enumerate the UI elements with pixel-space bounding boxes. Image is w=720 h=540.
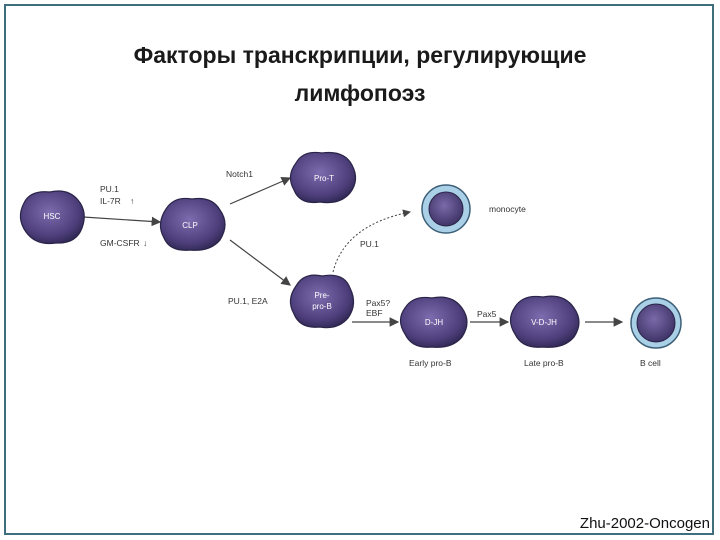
title-line-1: Факторы транскрипции, регулирующие	[133, 42, 587, 68]
label-notch1: Notch1	[226, 169, 253, 179]
cell-pre-pro-b-label-2: pro-B	[312, 302, 332, 311]
label-early-pro-b: Early pro-B	[409, 358, 452, 368]
cell-hsc-label: HSC	[44, 212, 61, 221]
label-b-cell: B cell	[640, 358, 661, 368]
label-monocyte: monocyte	[489, 204, 526, 214]
cell-b-cell	[630, 297, 682, 349]
source-credit: Zhu-2002-Oncogen	[579, 515, 710, 532]
label-pu1-monocyte: PU.1	[360, 239, 379, 249]
cell-pre-pro-b: Pre- pro-B	[289, 274, 355, 329]
label-gm-csfr: GM-CSFR	[100, 238, 140, 248]
cell-d-jh: D-JH	[399, 296, 468, 348]
arrow-clp-prot	[229, 176, 292, 205]
arrow-clp-preprob	[229, 239, 291, 286]
cell-pro-t-label: Pro-T	[314, 174, 334, 183]
label-ebf: EBF	[366, 308, 383, 318]
cell-v-d-jh: V-D-JH	[509, 295, 580, 348]
arrow-preprob-monocyte	[332, 209, 411, 273]
slide-title: Факторы транскрипции, регулирующие лимфо…	[40, 36, 680, 112]
up-arrow-icon: ↑	[130, 196, 134, 206]
cell-pre-pro-b-label-1: Pre-	[314, 291, 329, 300]
down-arrow-icon: ↓	[143, 238, 147, 248]
label-pax5-q: Pax5?	[366, 298, 390, 308]
label-pu1-e2a: PU.1, E2A	[228, 296, 268, 306]
label-pax5: Pax5	[477, 309, 497, 319]
cell-clp-label: CLP	[182, 221, 198, 230]
cell-hsc: HSC	[19, 190, 85, 245]
title-line-2: лимфопоэз	[294, 80, 426, 106]
cell-clp: CLP	[159, 197, 226, 251]
cell-d-jh-label: D-JH	[425, 318, 443, 327]
slide-border	[4, 4, 714, 535]
label-pu1: PU.1	[100, 184, 119, 194]
cell-monocyte	[421, 184, 471, 234]
arrow-hsc-clp	[82, 216, 162, 227]
label-late-pro-b: Late pro-B	[524, 358, 564, 368]
cell-pro-t: Pro-T	[289, 151, 357, 204]
cell-v-d-jh-label: V-D-JH	[531, 318, 557, 327]
label-il7r: IL-7R	[100, 196, 121, 206]
